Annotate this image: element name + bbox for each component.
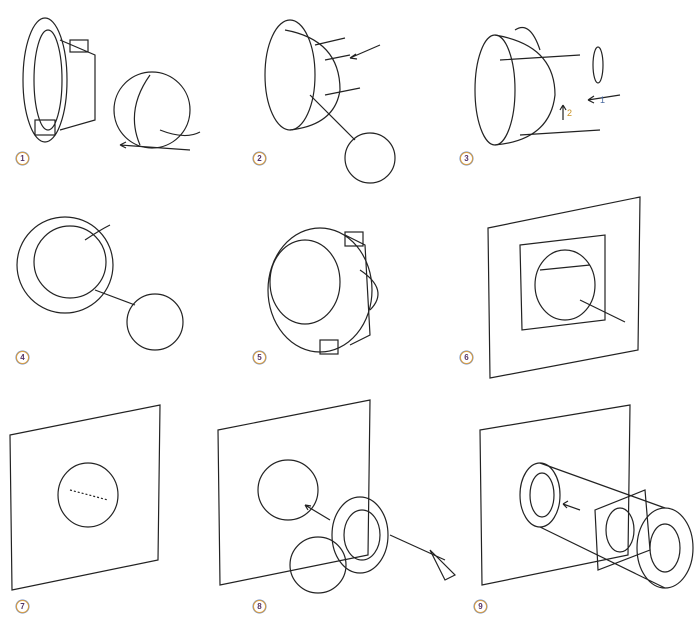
step7-wall-cutout [9, 404, 161, 591]
step-badge-6: 6 [460, 351, 473, 364]
step-badge-3: 3 [460, 152, 473, 165]
step-badge-9: 9 [474, 600, 487, 613]
step1-speaker-ring [22, 17, 201, 151]
step-badge-8: 8 [253, 600, 266, 613]
step-badge-5: 5 [253, 351, 266, 364]
step4-speaker-back [16, 216, 184, 351]
step-badge-2: 2 [253, 152, 266, 165]
step8-mount-into-wall [217, 399, 457, 594]
step5-speaker-front [267, 227, 379, 355]
step3-speaker-grille [474, 26, 621, 146]
step6-wall-template [487, 196, 641, 379]
step-badge-7: 7 [16, 600, 29, 613]
step2-speaker-screws [264, 19, 396, 184]
step-badge-1: 1 [16, 152, 29, 165]
step3-arrow-label-2: 2 [567, 108, 573, 118]
step-badge-4: 4 [16, 351, 29, 364]
step9-cover-assembly [479, 404, 694, 589]
step3-arrow-label-1: 1 [600, 95, 606, 105]
